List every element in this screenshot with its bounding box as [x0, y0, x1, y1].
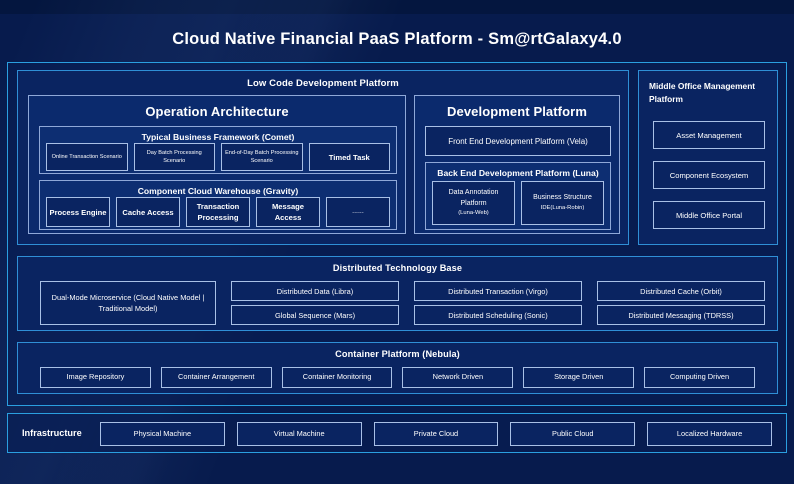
chip-data-annotation-platform-name: Data Annotation Platform [448, 189, 499, 207]
typical-business-framework-panel: Typical Business Framework (Comet) Onlin… [39, 126, 397, 174]
chip-distributed-messaging[interactable]: Distributed Messaging (TDRSS) [597, 305, 765, 325]
chip-distributed-scheduling[interactable]: Distributed Scheduling (Sonic) [414, 305, 582, 325]
distributed-technology-column-3: Distributed Cache (Orbit) Distributed Me… [597, 281, 765, 325]
page-title: Cloud Native Financial PaaS Platform - S… [172, 30, 622, 48]
chip-middle-office-portal[interactable]: Middle Office Portal [653, 201, 765, 229]
chip-timed-task[interactable]: Timed Task [308, 143, 390, 171]
chip-distributed-data[interactable]: Distributed Data (Libra) [231, 281, 399, 301]
chip-localized-hardware[interactable]: Localized Hardware [647, 422, 772, 446]
container-platform-title: Container Platform (Nebula) [335, 349, 460, 359]
container-platform-items: Image Repository Container Arrangement C… [40, 367, 755, 388]
development-platform-panel: Development Platform Front End Developme… [414, 95, 620, 234]
distributed-technology-base-panel: Distributed Technology Base Dual-Mode Mi… [17, 256, 778, 331]
infrastructure-panel: Infrastructure Physical Machine Virtual … [7, 413, 787, 453]
distributed-technology-base-title: Distributed Technology Base [332, 263, 463, 273]
chip-data-annotation-platform-sub: (Luna-Web) [458, 210, 489, 217]
middle-office-management-platform-panel: Middle Office Management Platform Asset … [638, 70, 778, 245]
top-band [0, 0, 794, 14]
infrastructure-label: Infrastructure [22, 428, 82, 438]
back-end-development-platform-panel: Back End Development Platform (Luna) Dat… [425, 162, 611, 230]
middle-office-panel-title: Middle Office Management Platform [649, 81, 756, 104]
chip-cache-access[interactable]: Cache Access [116, 197, 180, 227]
chip-component-ecosystem[interactable]: Component Ecosystem [653, 161, 765, 189]
chip-public-cloud[interactable]: Public Cloud [510, 422, 636, 446]
chip-container-monitoring[interactable]: Container Monitoring [281, 367, 393, 388]
typical-business-framework-title: Typical Business Framework (Comet) [141, 132, 295, 142]
typical-business-framework-items: Online Transaction Scenario Day Batch Pr… [46, 143, 390, 171]
chip-image-repository[interactable]: Image Repository [40, 367, 151, 388]
low-code-development-platform-panel: Low Code Development Platform Operation … [17, 70, 629, 245]
chip-business-structure-sub: IDE(Luna-Robin) [540, 204, 585, 211]
chip-distributed-cache[interactable]: Distributed Cache (Orbit) [597, 281, 765, 301]
back-end-development-platform-items: Data Annotation Platform (Luna-Web) Busi… [432, 181, 604, 225]
chip-process-engine[interactable]: Process Engine [46, 197, 110, 227]
chip-physical-machine[interactable]: Physical Machine [100, 422, 225, 446]
chip-computing-driven[interactable]: Computing Driven [644, 367, 755, 388]
chip-day-batch-processing-scenario[interactable]: Day Batch Processing Scenario [133, 143, 215, 171]
chip-dual-mode-microservice[interactable]: Dual-Mode Microservice (Cloud Native Mod… [40, 281, 216, 325]
operation-architecture-title: Operation Architecture [145, 104, 289, 119]
chip-business-structure-name: Business Structure [533, 194, 592, 202]
chip-asset-management[interactable]: Asset Management [653, 121, 765, 149]
chip-storage-driven[interactable]: Storage Driven [523, 367, 635, 388]
container-platform-panel: Container Platform (Nebula) Image Reposi… [17, 342, 778, 394]
low-code-panel-title: Low Code Development Platform [247, 78, 399, 89]
chip-online-transaction-scenario[interactable]: Online Transaction Scenario [46, 143, 128, 171]
chip-business-structure-ide[interactable]: Business Structure IDE(Luna-Robin) [521, 181, 604, 225]
chip-data-annotation-platform[interactable]: Data Annotation Platform (Luna-Web) [432, 181, 515, 225]
infrastructure-items: Physical Machine Virtual Machine Private… [100, 422, 772, 446]
distributed-technology-column-2: Distributed Transaction (Virgo) Distribu… [414, 281, 582, 325]
back-end-development-platform-title: Back End Development Platform (Luna) [437, 168, 599, 178]
chip-message-access[interactable]: Message Access [256, 197, 320, 227]
chip-more-ellipsis[interactable]: ...... [326, 197, 390, 227]
chip-container-arrangement[interactable]: Container Arrangement [160, 367, 272, 388]
component-cloud-warehouse-panel: Component Cloud Warehouse (Gravity) Proc… [39, 180, 397, 230]
component-cloud-warehouse-title: Component Cloud Warehouse (Gravity) [137, 186, 299, 196]
distributed-technology-column-1: Distributed Data (Libra) Global Sequence… [231, 281, 399, 325]
chip-transaction-processing[interactable]: Transaction Processing [186, 197, 250, 227]
chip-global-sequence[interactable]: Global Sequence (Mars) [231, 305, 399, 325]
chip-end-of-day-batch-processing-scenario[interactable]: End-of-Day Batch Processing Scenario [221, 143, 303, 171]
operation-architecture-panel: Operation Architecture Typical Business … [28, 95, 406, 234]
front-end-development-platform-box[interactable]: Front End Development Platform (Vela) [425, 126, 611, 156]
chip-virtual-machine[interactable]: Virtual Machine [236, 422, 362, 446]
chip-network-driven[interactable]: Network Driven [402, 367, 514, 388]
component-cloud-warehouse-items: Process Engine Cache Access Transaction … [46, 197, 390, 227]
chip-private-cloud[interactable]: Private Cloud [373, 422, 499, 446]
chip-distributed-transaction[interactable]: Distributed Transaction (Virgo) [414, 281, 582, 301]
development-platform-title: Development Platform [447, 104, 587, 119]
